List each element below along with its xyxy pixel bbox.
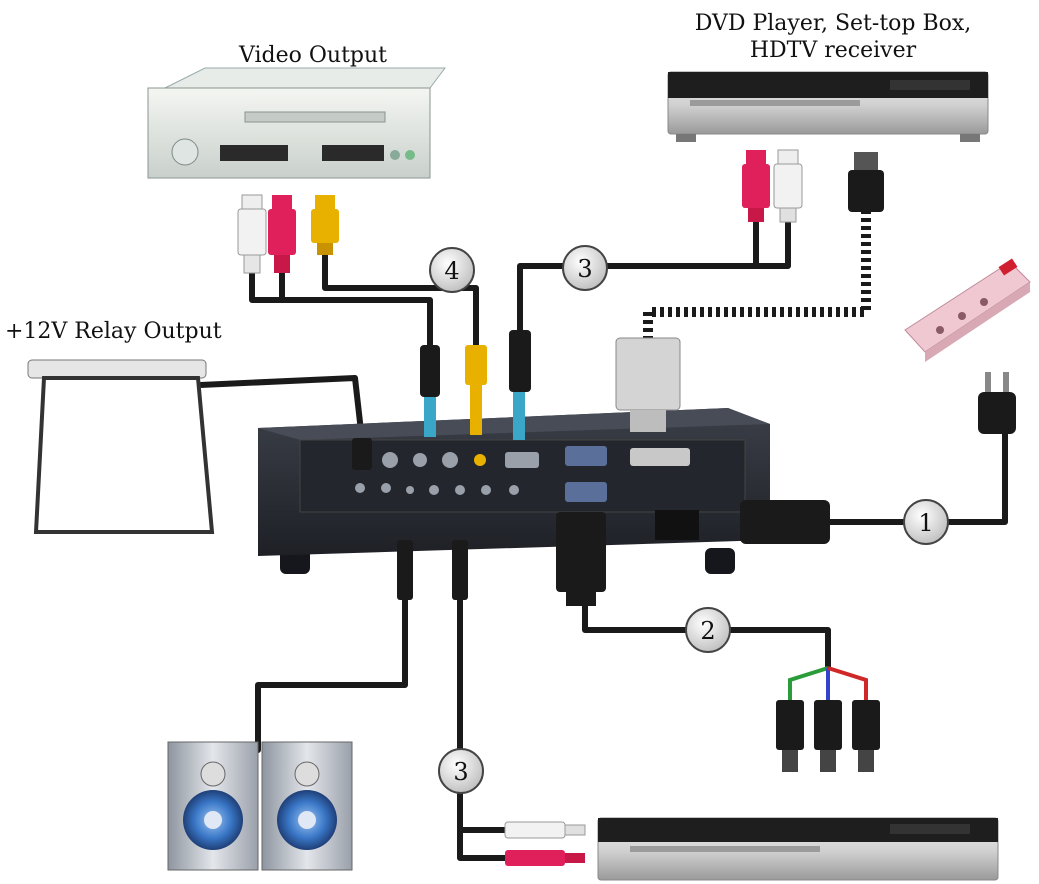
callout-number-power: 1 xyxy=(918,509,933,537)
component-leads xyxy=(788,666,868,700)
cable-audio-bottom xyxy=(457,597,513,833)
cable-audio-bottom-red xyxy=(457,827,513,861)
callout-number-vga-component: 2 xyxy=(700,617,715,645)
cable-composite-video xyxy=(322,247,479,348)
hdmi-plug xyxy=(848,152,884,212)
projector-plugs xyxy=(352,330,830,606)
cable-power xyxy=(827,427,1008,525)
callout-number-composite-video: 4 xyxy=(444,257,459,285)
callout-number-audio-top: 3 xyxy=(577,255,592,283)
dvd-player-label-line2: HDTV receiver xyxy=(749,38,917,63)
bottom-rca-plugs xyxy=(504,821,586,866)
dvd-rca-plugs xyxy=(742,149,803,223)
cable-relay xyxy=(197,375,365,443)
cable-dvd-audio xyxy=(517,215,759,333)
relay-output-label: +12V Relay Output xyxy=(5,319,222,344)
cable-speaker xyxy=(255,597,408,753)
projection-screen xyxy=(27,359,215,534)
projector-ports xyxy=(355,446,699,540)
cable-dvd-audio-white xyxy=(753,215,791,269)
component-lead-red xyxy=(827,666,868,700)
cables xyxy=(197,215,1008,861)
dvd-player-bottom xyxy=(597,817,999,881)
power-strip xyxy=(904,258,1031,362)
component-rca-plugs xyxy=(776,700,880,772)
video-output-device xyxy=(147,67,446,179)
dvd-player-top xyxy=(667,71,989,142)
callout-badge-power: 1 xyxy=(903,499,949,545)
dvd-player-label: DVD Player, Set-top Box, HDTV receiver xyxy=(668,10,998,64)
callout-number-audio-bottom: 3 xyxy=(453,758,468,786)
dvd-player-label-line1: DVD Player, Set-top Box, xyxy=(694,11,972,36)
cable-hdmi-dvi xyxy=(643,210,871,338)
component-lead-green xyxy=(788,666,829,700)
video-output-label: Video Output xyxy=(238,43,388,68)
callout-badge-composite-video: 4 xyxy=(429,247,475,293)
speakers xyxy=(167,741,353,871)
callout-badge-audio-bottom: 3 xyxy=(438,748,484,794)
power-plug xyxy=(978,372,1016,434)
cable-video-audio xyxy=(249,267,433,348)
callout-badge-audio-top: 3 xyxy=(562,245,608,291)
callout-badge-vga-component: 2 xyxy=(685,607,731,653)
video-output-rca-plugs xyxy=(237,194,339,274)
